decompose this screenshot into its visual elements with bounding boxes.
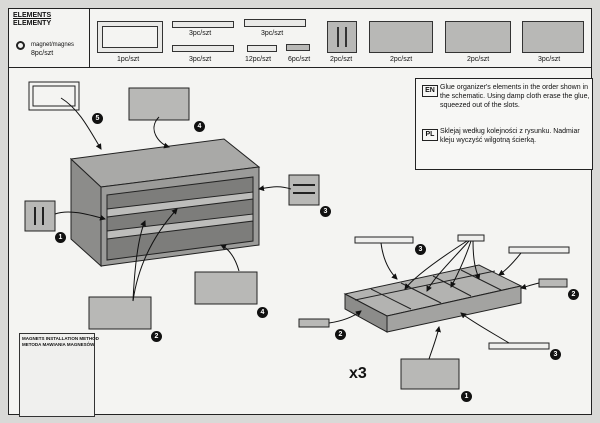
part-long-strip-notched xyxy=(172,45,234,52)
step-badge: 3 xyxy=(550,349,561,360)
lang-tag-pl: PL xyxy=(422,129,438,141)
magnets-line-en: MAGNETS INSTALLATION METHOD xyxy=(22,336,99,341)
tray-strip-small xyxy=(457,234,485,242)
part-divider-panel xyxy=(522,21,584,53)
part-qty: 1pc/szt xyxy=(117,56,140,63)
tray-strip-top xyxy=(354,236,414,244)
magnet-count: 8pc/szt xyxy=(31,50,54,57)
step-badge: 2 xyxy=(335,329,346,340)
part1-side xyxy=(24,200,56,232)
part-qty: 3pc/szt xyxy=(261,30,284,37)
part4-panel-bottom xyxy=(194,271,258,305)
tray-unit xyxy=(343,264,523,333)
magnet-icon xyxy=(16,41,25,50)
step-badge: 2 xyxy=(151,331,162,342)
tray-strip-slotted xyxy=(508,246,570,254)
part-short-strip xyxy=(247,45,277,52)
step-badge: 3 xyxy=(320,206,331,217)
part-qty: 2pc/szt xyxy=(330,56,353,63)
elements-title-box: ELEMENTS ELEMENTY magnet/magnes 8pc/szt xyxy=(9,9,90,67)
part-shelf-panel xyxy=(445,21,511,53)
tray-tab-left xyxy=(298,318,330,328)
magnets-install-box: MAGNETS INSTALLATION METHOD METODA MAWIA… xyxy=(19,333,99,417)
step-badge: 2 xyxy=(568,289,579,300)
instruction-en: Glue organizer's elements in the order s… xyxy=(440,84,590,109)
tray-tab-right xyxy=(538,278,568,288)
part-qty: 2pc/szt xyxy=(467,56,490,63)
title-pl: ELEMENTY xyxy=(13,20,52,27)
title-en: ELEMENTS xyxy=(13,12,52,19)
part-side-panel xyxy=(327,21,357,53)
elements-header: ELEMENTS ELEMENTY magnet/magnes 8pc/szt … xyxy=(9,9,591,68)
step-badge: 5 xyxy=(92,113,103,124)
part-top-panel xyxy=(97,21,163,53)
tray-strip-bottom xyxy=(488,342,550,350)
part2-panel xyxy=(88,296,152,330)
instruction-sheet: ELEMENTS ELEMENTY magnet/magnes 8pc/szt … xyxy=(8,8,593,417)
part-long-strip xyxy=(172,21,234,28)
part-small-tab xyxy=(286,44,310,51)
part-qty: 6pc/szt xyxy=(288,56,311,63)
instruction-pl: Sklejaj według kolejności z rysunku. Nad… xyxy=(440,128,580,144)
part-back-panel xyxy=(369,21,433,53)
part-qty: 3pc/szt xyxy=(538,56,561,63)
lang-tag-en: EN xyxy=(422,85,438,97)
part-slotted-strip xyxy=(244,19,306,27)
magnets-line-pl: METODA MAWIANIA MAGNESÓW xyxy=(22,342,95,347)
magnet-label: magnet/magnes xyxy=(31,42,75,48)
assembly-diagram xyxy=(22,81,570,406)
shelf-unit xyxy=(69,138,261,268)
part-qty: 3pc/szt xyxy=(189,30,212,37)
step-badge: 4 xyxy=(257,307,268,318)
step-badge: 1 xyxy=(461,391,472,402)
step-badge: 1 xyxy=(55,232,66,243)
step-badge: 4 xyxy=(194,121,205,132)
tray-base-panel xyxy=(400,358,460,390)
part3-side xyxy=(288,174,320,206)
part4-panel-top xyxy=(128,87,190,121)
instruction-note: EN Glue organizer's elements in the orde… xyxy=(415,78,593,170)
part-qty: 12pc/szt xyxy=(245,56,272,63)
part-qty: 3pc/szt xyxy=(189,56,212,63)
part-qty: 2pc/szt xyxy=(390,56,413,63)
quantity-multiplier: x3 xyxy=(349,365,367,382)
step-badge: 3 xyxy=(415,244,426,255)
